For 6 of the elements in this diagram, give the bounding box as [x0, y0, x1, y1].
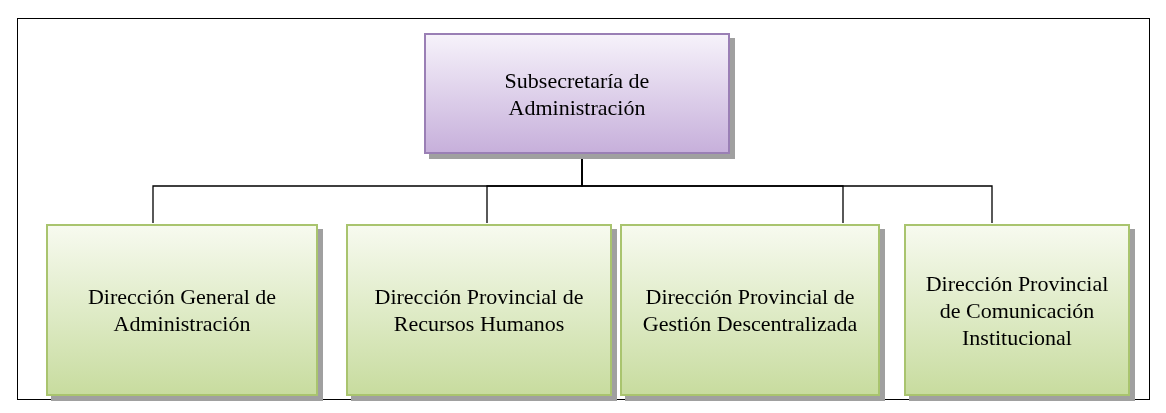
- box-title: Dirección Provincial de Recursos Humanos: [373, 283, 585, 337]
- connector-line: [581, 157, 993, 224]
- box-title: Subsecretaría de Administración: [503, 66, 651, 121]
- box-title: Dirección Provincial de Comunicación Institucional: [924, 269, 1110, 351]
- box-title: Dirección General de Administración: [86, 283, 278, 337]
- box-title: Dirección Provincial de Gestión Descentralizada: [641, 283, 859, 337]
